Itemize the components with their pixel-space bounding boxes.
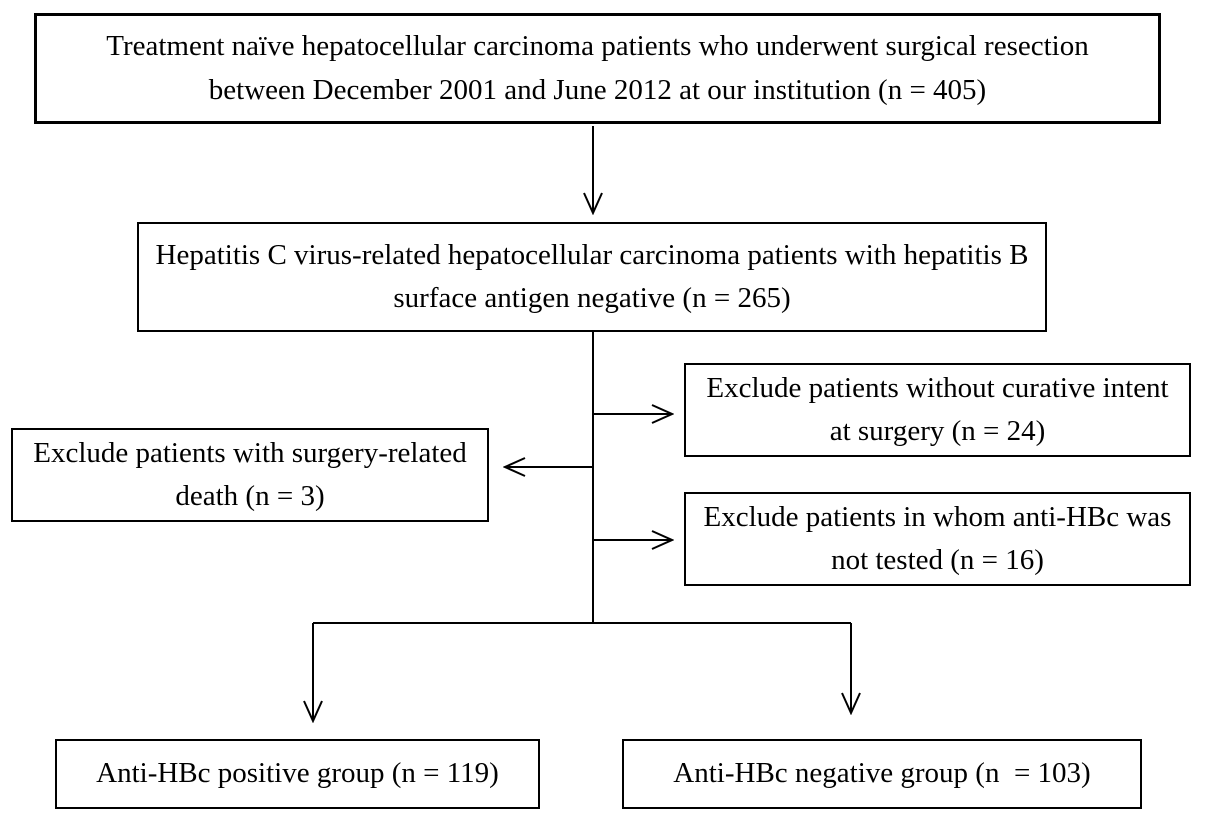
node-exclude-curative-text: Exclude patients without curative intent… <box>706 371 1169 448</box>
node-exclude-death-text: Exclude patients with surgery-related de… <box>33 436 467 513</box>
node-source-text: Treatment naïve hepatocellular carcinoma… <box>106 30 1089 106</box>
node-negative-group-text: Anti-HBc negative group (n = 103) <box>673 757 1091 790</box>
node-exclude-not-tested-text: Exclude patients in whom anti-HBc was no… <box>703 500 1172 577</box>
node-eligible-text: Hepatitis C virus-related hepatocellular… <box>155 238 1029 315</box>
node-positive-group: Anti-HBc positive group (n = 119) <box>55 739 540 809</box>
node-exclude-death: Exclude patients with surgery-related de… <box>11 428 489 522</box>
node-eligible: Hepatitis C virus-related hepatocellular… <box>137 222 1047 332</box>
node-negative-group: Anti-HBc negative group (n = 103) <box>622 739 1142 809</box>
node-exclude-curative: Exclude patients without curative intent… <box>684 363 1191 457</box>
node-exclude-not-tested: Exclude patients in whom anti-HBc was no… <box>684 492 1191 586</box>
node-source: Treatment naïve hepatocellular carcinoma… <box>34 13 1161 124</box>
node-positive-group-text: Anti-HBc positive group (n = 119) <box>96 757 499 790</box>
